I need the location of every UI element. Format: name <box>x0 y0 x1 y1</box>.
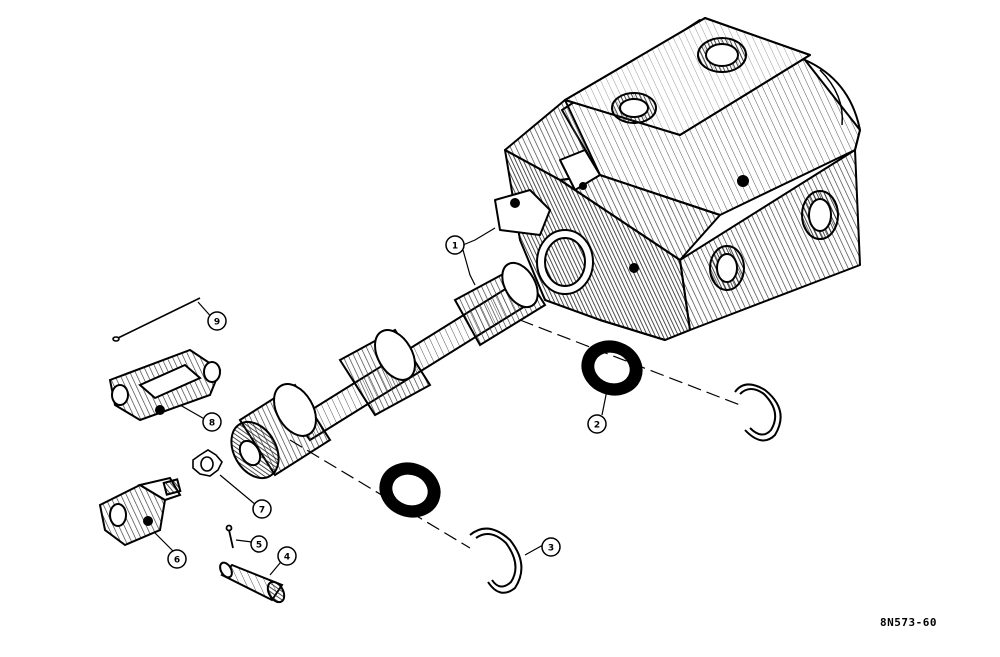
callout-8-number: 8 <box>209 419 215 429</box>
callout-2: 2 <box>587 414 607 434</box>
callout-6-number: 6 <box>174 556 180 566</box>
seal-ring-upper <box>581 340 643 396</box>
body-ports <box>510 37 839 295</box>
clevis <box>98 476 182 547</box>
callout-1: 1 <box>445 235 465 255</box>
pin <box>219 561 286 604</box>
valve-body <box>494 17 861 341</box>
callout-6: 6 <box>167 549 187 569</box>
callout-7-number: 7 <box>259 506 265 516</box>
figure-reference: 8N573-60 <box>880 616 937 629</box>
link <box>108 348 222 422</box>
callout-1-number: 1 <box>452 242 458 252</box>
snap-ring-lower <box>469 527 523 594</box>
assembly-lines <box>289 319 741 549</box>
callout-4: 4 <box>277 546 297 566</box>
callout-3: 3 <box>541 537 561 557</box>
callout-9-number: 9 <box>214 318 220 328</box>
callout-8: 8 <box>202 412 222 432</box>
callout-9: 9 <box>207 311 227 331</box>
callout-5: 5 <box>250 535 268 553</box>
cotter-pin-long <box>112 297 201 342</box>
callout-3-number: 3 <box>548 544 554 554</box>
lock-washer <box>192 449 223 477</box>
seal-ring-lower <box>379 462 441 518</box>
callout-7: 7 <box>252 499 272 519</box>
cotter-pin-small <box>225 524 234 549</box>
snap-ring-upper <box>734 383 782 442</box>
callout-4-number: 4 <box>284 553 290 563</box>
spool <box>230 261 547 480</box>
callout-5-number: 5 <box>256 541 262 551</box>
callout-2-number: 2 <box>594 421 600 431</box>
